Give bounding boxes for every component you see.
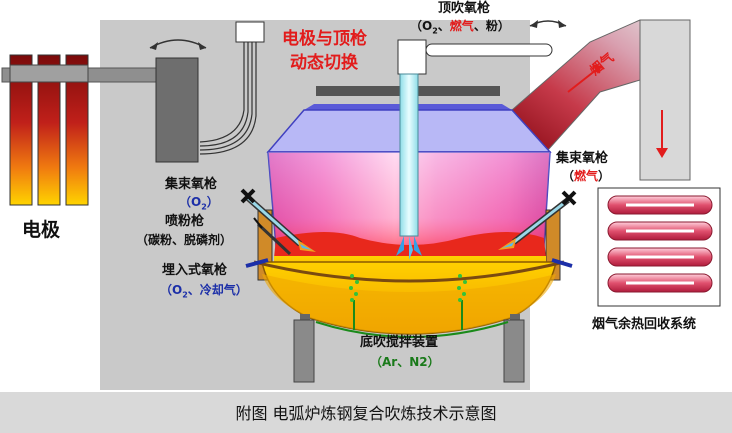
top-lance	[399, 73, 419, 237]
left-cluster-lance-label: 集束氧枪	[165, 177, 218, 192]
caption-bar	[0, 392, 732, 433]
right-cluster-lance	[498, 190, 577, 250]
left-cluster-lance-gas: （O2）	[179, 195, 219, 212]
figure-caption: 附图 电弧炉炼钢复合吹炼技术示意图	[235, 404, 497, 423]
top-lance-gases: （O2、燃气、粉）	[410, 19, 510, 36]
flue-duct	[511, 19, 691, 181]
electrode-mast	[155, 57, 199, 163]
bottom-stir-label: 底吹搅拌装置	[360, 335, 439, 350]
junction-box	[235, 21, 265, 43]
heat-recovery-coil	[597, 187, 721, 307]
top-lance-jets	[396, 236, 422, 260]
right-cluster-lance-label: 集束氧枪	[556, 151, 609, 166]
top-lance-label: 顶吹氧枪	[438, 1, 491, 16]
right-cluster-lance-gas: （燃气）	[562, 169, 611, 183]
heat-recovery-label: 烟气余热回收系统	[592, 317, 697, 332]
switch-title-line2: 动态切换	[290, 53, 358, 73]
powder-gun-detail: （碳粉、脱磷剂）	[136, 233, 233, 247]
electrode-label: 电极	[22, 219, 61, 241]
buried-lance-gas: （O2、冷却气）	[160, 283, 248, 300]
furnace-legs	[293, 314, 525, 383]
top-lance-head	[397, 39, 427, 75]
bottom-stir-device	[315, 274, 509, 338]
cable-bundle	[199, 42, 257, 155]
powder-gun-label: 喷粉枪	[165, 214, 205, 229]
buried-lances	[245, 258, 573, 268]
buried-lance-label: 埋入式氧枪	[162, 263, 228, 278]
bottom-stir-gas: （Ar、N2）	[370, 355, 440, 369]
top-lance-rail	[425, 43, 553, 57]
left-cluster-lance	[240, 188, 316, 256]
switch-title-line1: 电极与顶枪	[282, 29, 367, 49]
